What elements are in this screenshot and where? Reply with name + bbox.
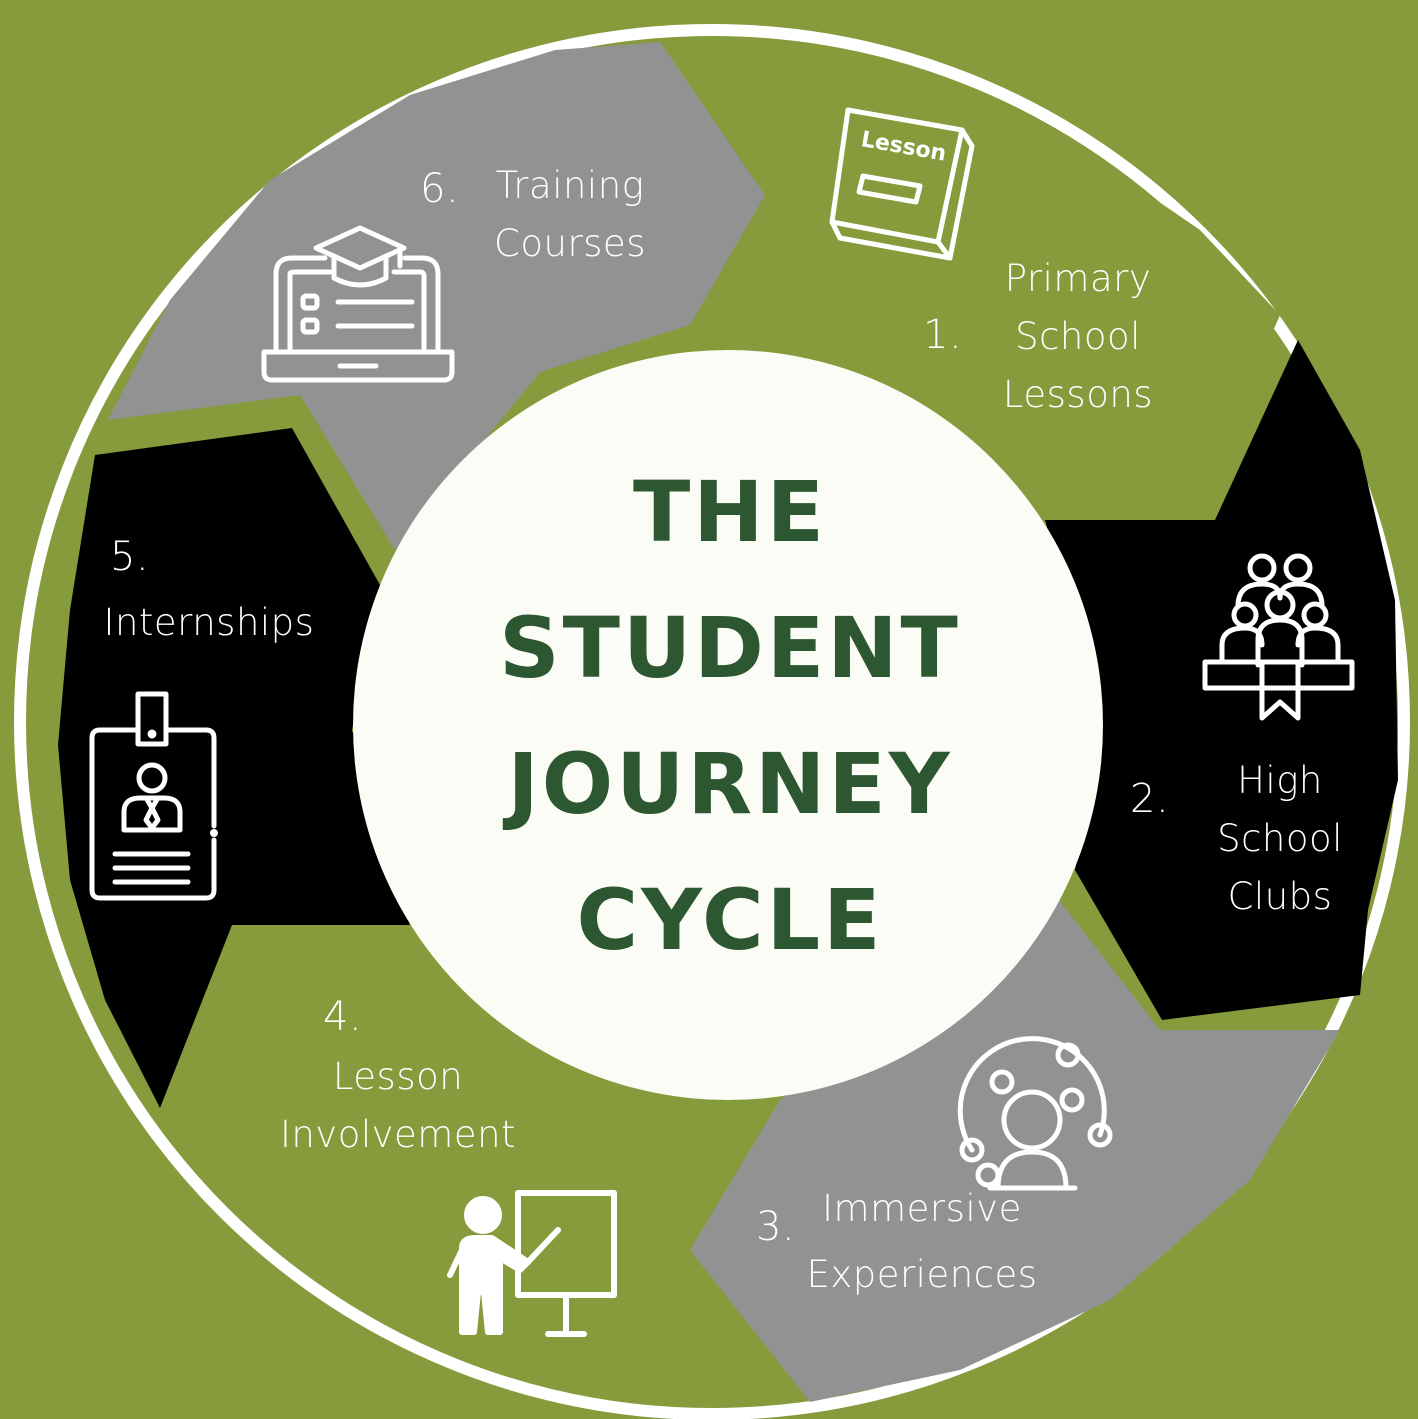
center-circle	[353, 350, 1103, 1100]
step-6-label-line-1: Training	[495, 164, 645, 207]
segment-2-high-school-clubs	[1045, 340, 1398, 1020]
step-6-number: 6.	[420, 166, 460, 212]
step-2-label-line-3: Clubs	[1227, 875, 1333, 918]
diagram-title-line-2: STUDENT	[499, 599, 961, 697]
step-3-label-line-2: Experiences	[806, 1253, 1038, 1296]
segment-3-immersive-experiences	[690, 895, 1340, 1402]
step-1-label-line-1: Primary	[1004, 257, 1152, 300]
step-1-label-line-3: Lessons	[1002, 373, 1154, 416]
diagram-title-line-4: CYCLE	[576, 871, 884, 969]
diagram-title-line-3: JOURNEY	[507, 735, 953, 833]
step-4-number: 4.	[323, 994, 363, 1040]
step-4-label-line-2: Involvement	[279, 1113, 517, 1156]
step-1-label-line-2: School	[1015, 315, 1141, 358]
step-3-label-line-1: Immersive	[822, 1187, 1022, 1230]
step-5-label-line-1: Internships	[103, 601, 315, 644]
outer-ring	[14, 24, 1410, 1419]
diagram-title-line-1: THE	[633, 463, 827, 561]
step-5-number: 5.	[110, 534, 150, 580]
step-2-label-line-1: High	[1237, 759, 1323, 802]
step-6-label-line-2: Courses	[494, 222, 646, 265]
step-3-number: 3.	[756, 1204, 796, 1250]
id-badge-icon	[89, 691, 218, 901]
step-2-label-line-2: School	[1217, 817, 1343, 860]
online-course-laptop-icon	[261, 225, 455, 383]
segment-5-internships	[58, 428, 410, 1108]
club-group-icon	[1202, 553, 1355, 721]
step-4-label-line-1: Lesson	[332, 1055, 464, 1098]
immersive-experience-icon	[957, 1036, 1113, 1191]
segment-4-lesson-involvement	[175, 955, 745, 1380]
step-2-number: 2.	[1130, 776, 1170, 822]
step-1-number: 1.	[923, 312, 963, 358]
presenter-board-icon	[447, 1190, 617, 1337]
